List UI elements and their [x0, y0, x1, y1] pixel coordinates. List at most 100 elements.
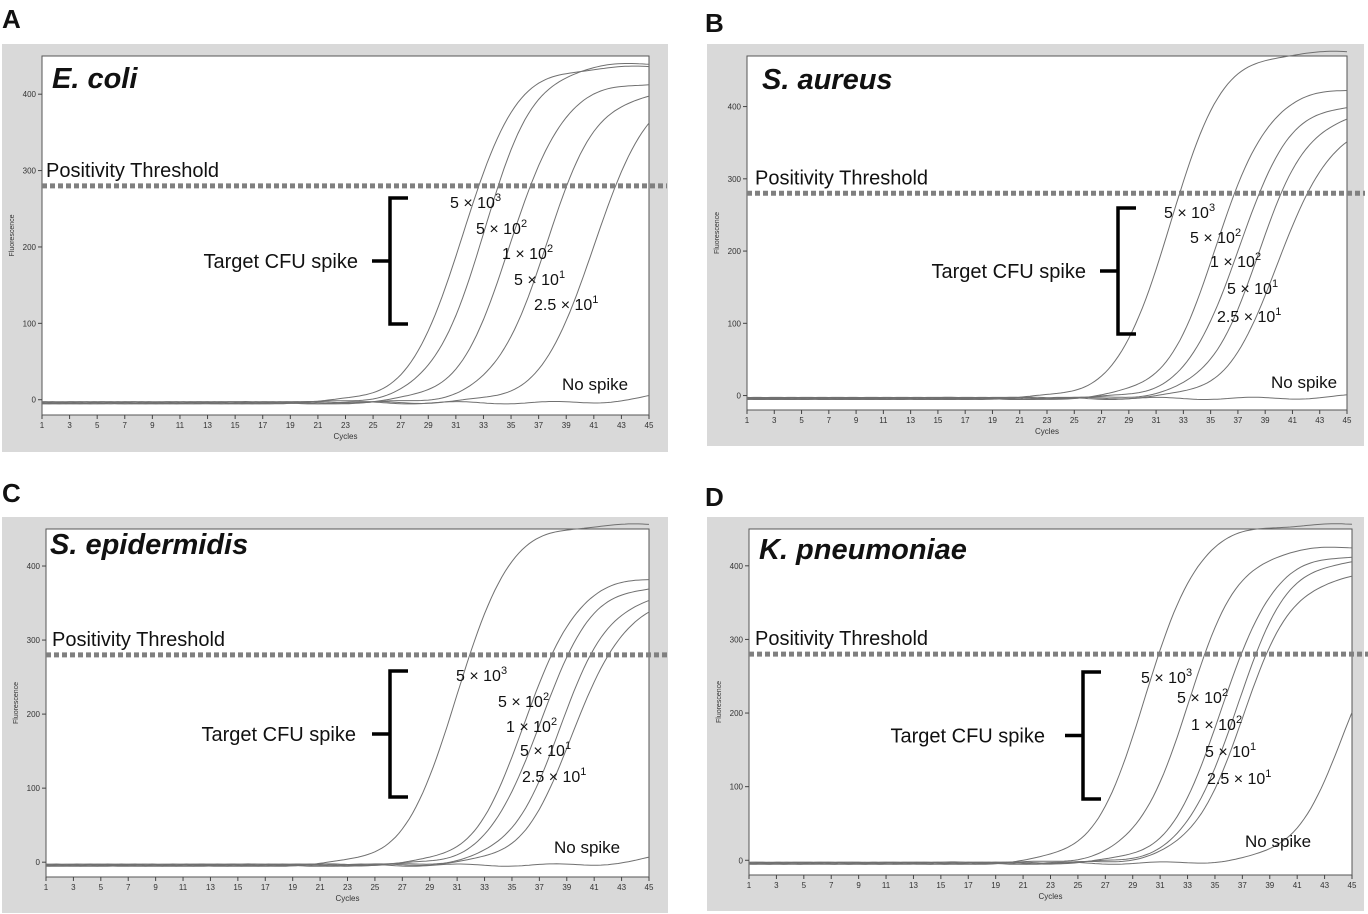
- x-tick-label: 17: [261, 883, 270, 892]
- x-tick-label: 41: [1293, 881, 1302, 890]
- x-tick-label: 27: [398, 883, 407, 892]
- spike-label: 5 × 102: [1190, 227, 1241, 247]
- x-axis-label: Cycles: [335, 894, 359, 903]
- x-tick-label: 21: [1019, 881, 1028, 890]
- x-tick-label: 9: [856, 881, 861, 890]
- spike-label: 1 × 102: [1191, 714, 1242, 734]
- spike-label: 5 × 103: [1141, 667, 1192, 687]
- panel-letter-a: A: [2, 4, 21, 34]
- x-tick-label: 39: [562, 883, 571, 892]
- y-axis-label: Fluorescence: [13, 682, 20, 724]
- organism-title: K. pneumoniae: [759, 534, 967, 566]
- amplification-curve: [41, 63, 650, 405]
- amplification-curve: [45, 856, 650, 867]
- x-tick-label: 35: [1211, 881, 1220, 890]
- x-tick-label: 9: [153, 883, 158, 892]
- threshold-label: Positivity Threshold: [46, 160, 219, 182]
- x-tick-label: 33: [1179, 416, 1188, 425]
- amplification-curve: [41, 395, 650, 405]
- threshold-label: Positivity Threshold: [52, 629, 225, 651]
- x-tick-label: 3: [67, 421, 72, 430]
- spike-label: 5 × 101: [520, 740, 571, 760]
- x-tick-label: 3: [774, 881, 779, 890]
- spike-label: 5 × 103: [450, 192, 501, 212]
- amplification-curve: [748, 546, 1353, 865]
- y-tick-label: 400: [27, 562, 41, 571]
- x-tick-label: 23: [1046, 881, 1055, 890]
- x-tick-label: 43: [617, 421, 626, 430]
- amplification-curve: [748, 712, 1353, 865]
- x-tick-label: 13: [906, 416, 915, 425]
- x-tick-label: 25: [370, 883, 379, 892]
- x-tick-label: 15: [933, 416, 942, 425]
- x-tick-label: 15: [233, 883, 242, 892]
- x-tick-label: 7: [126, 883, 131, 892]
- spike-label: 1 × 102: [506, 716, 557, 736]
- x-tick-label: 5: [799, 416, 804, 425]
- x-tick-label: 25: [369, 421, 378, 430]
- y-axis-label: Fluorescence: [716, 681, 723, 723]
- x-tick-label: 35: [507, 421, 516, 430]
- x-tick-label: 13: [203, 421, 212, 430]
- x-tick-label: 23: [341, 421, 350, 430]
- x-tick-label: 23: [1043, 416, 1052, 425]
- x-tick-label: 29: [1128, 881, 1137, 890]
- spike-label: 5 × 101: [1205, 741, 1256, 761]
- spike-label: 5 × 102: [476, 218, 527, 238]
- spike-label: 1 × 102: [502, 243, 553, 263]
- plot-area: [41, 55, 650, 416]
- x-tick-label: 25: [1073, 881, 1082, 890]
- x-tick-label: 19: [288, 883, 297, 892]
- y-tick-label: 0: [32, 396, 37, 405]
- y-tick-label: 0: [737, 392, 742, 401]
- x-tick-label: 45: [645, 421, 654, 430]
- amplification-curve: [746, 141, 1348, 400]
- x-tick-label: 33: [1183, 881, 1192, 890]
- y-tick-label: 0: [36, 858, 41, 867]
- x-tick-label: 21: [313, 421, 322, 430]
- plot-area: [45, 528, 650, 878]
- y-tick-label: 200: [728, 247, 742, 256]
- amplification-curve: [746, 394, 1348, 400]
- threshold-label: Positivity Threshold: [755, 167, 928, 189]
- y-tick-label: 300: [730, 635, 744, 644]
- x-tick-label: 37: [1233, 416, 1242, 425]
- x-tick-label: 5: [95, 421, 100, 430]
- x-tick-label: 11: [179, 883, 188, 892]
- x-tick-label: 11: [176, 421, 185, 430]
- y-tick-label: 300: [27, 636, 41, 645]
- x-tick-label: 25: [1070, 416, 1079, 425]
- bracket-label: Target CFU spike: [202, 724, 357, 746]
- x-tick-label: 27: [396, 421, 405, 430]
- x-tick-label: 17: [961, 416, 970, 425]
- no-spike-label: No spike: [1271, 373, 1337, 392]
- panel-letter-d: D: [705, 482, 724, 512]
- x-tick-label: 11: [882, 881, 891, 890]
- y-tick-label: 0: [739, 856, 744, 865]
- x-tick-label: 1: [747, 881, 752, 890]
- x-tick-label: 27: [1101, 881, 1110, 890]
- y-tick-label: 200: [23, 243, 37, 252]
- y-tick-label: 100: [27, 784, 41, 793]
- spike-label: 2.5 × 101: [522, 766, 586, 786]
- y-tick-label: 400: [23, 90, 37, 99]
- x-tick-label: 9: [854, 416, 859, 425]
- x-tick-label: 5: [99, 883, 104, 892]
- x-tick-label: 31: [453, 883, 462, 892]
- y-tick-label: 100: [730, 783, 744, 792]
- x-tick-label: 29: [1124, 416, 1133, 425]
- x-tick-label: 1: [745, 416, 750, 425]
- spike-label: 5 × 102: [1177, 687, 1228, 707]
- x-tick-label: 23: [343, 883, 352, 892]
- amplification-curve: [748, 575, 1353, 865]
- x-tick-label: 35: [1206, 416, 1215, 425]
- x-tick-label: 19: [988, 416, 997, 425]
- plot-area: [748, 528, 1353, 876]
- y-axis-label: Fluorescence: [714, 212, 721, 254]
- x-tick-label: 17: [258, 421, 267, 430]
- x-axis-label: Cycles: [1035, 427, 1059, 436]
- x-tick-label: 9: [150, 421, 155, 430]
